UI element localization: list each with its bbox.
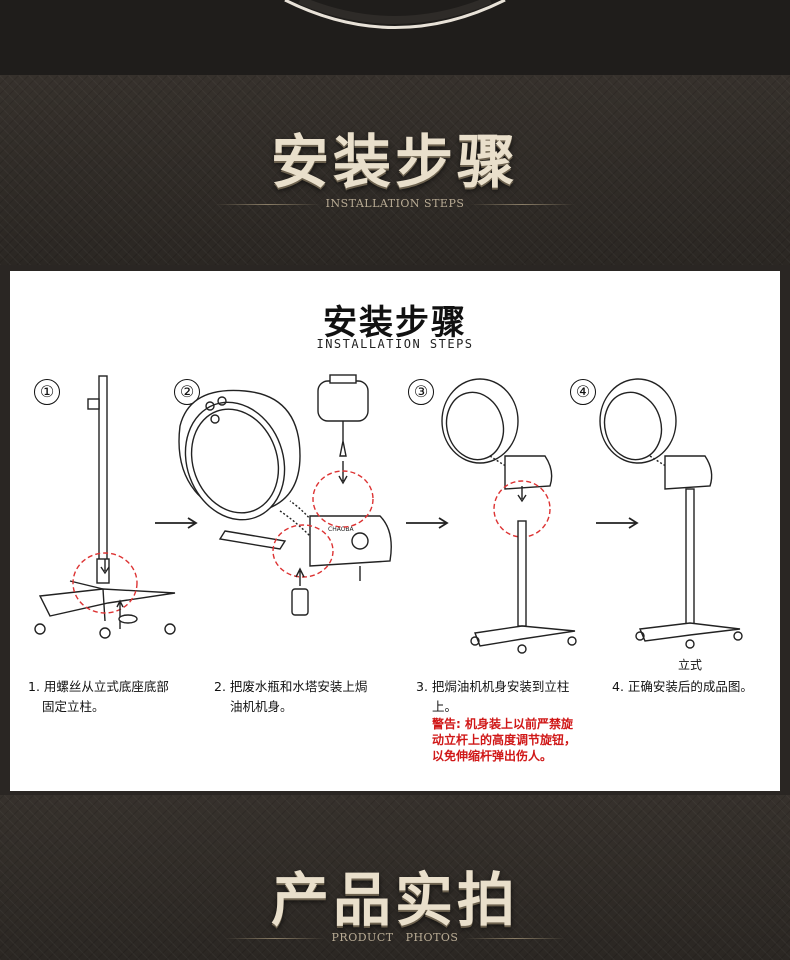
arrow-icon (596, 517, 639, 529)
step-3-caption: 3. 把焗油机机身安装到立柱 上。 (416, 677, 569, 717)
step-1-caption: 1. 用螺丝从立式底座底部 固定立柱。 (28, 677, 169, 717)
step-1-figure (34, 375, 176, 639)
step-3-caption-line: 3. 把焗油机机身安装到立柱 (416, 679, 570, 694)
warning-line: 以免伸缩杆弹出伤人。 (432, 749, 553, 763)
section-subtitle-installation: INSTALLATION STEPS (325, 197, 465, 210)
installation-illustration: CHAOBA (34, 374, 743, 654)
step-3-figure (441, 378, 577, 654)
installation-card: 安装步骤 INSTALLATION STEPS ① ② ③ ④ (10, 271, 780, 791)
title-rule-left (225, 938, 325, 939)
step-1-caption-line: 1. 用螺丝从立式底座底部 (28, 679, 169, 694)
decor-ring-icon (284, 0, 506, 29)
arrow-icon (155, 517, 198, 529)
step-4-caption-line: 4. 正确安装后的成品图。 (612, 679, 753, 694)
installation-header-band: 安装步骤 INSTALLATION STEPS (0, 75, 790, 265)
step-4-figure-label: 立式 (678, 658, 703, 672)
step-1-number: ① (34, 379, 60, 405)
card-title: 安装步骤 (323, 303, 467, 343)
photos-header-band: 产品实拍 PRODUCT PHOTOS (0, 795, 790, 960)
step-3-caption-line: 上。 (432, 699, 458, 714)
warning-line: 警告: 机身装上以前严禁旋 (432, 717, 573, 731)
step-2-caption-line: 2. 把废水瓶和水塔安装上焗 (214, 679, 368, 694)
section-title-photos: 产品实拍 (270, 866, 519, 934)
title-rule-right (470, 204, 575, 205)
svg-text:CHAOBA: CHAOBA (328, 526, 355, 533)
step-4-number: ④ (570, 379, 596, 405)
warning-line: 动立杆上的高度调节旋钮， (432, 733, 577, 747)
step-3-warning: 警告: 机身装上以前严禁旋 动立杆上的高度调节旋钮， 以免伸缩杆弹出伤人。 (432, 716, 576, 764)
card-subtitle: INSTALLATION STEPS (316, 337, 474, 351)
section-subtitle-photos: PRODUCT PHOTOS (331, 931, 459, 944)
section-title-installation: 安装步骤 (270, 128, 519, 196)
title-rule-right (465, 938, 565, 939)
step-2-number: ② (174, 379, 200, 405)
step-1-caption-line: 固定立柱。 (42, 699, 105, 714)
step-2-figure: CHAOBA (178, 374, 392, 616)
top-decor-strip (0, 0, 790, 75)
title-rule-left (215, 204, 320, 205)
step-2-caption: 2. 把废水瓶和水塔安装上焗 油机机身。 (214, 677, 367, 717)
step-2-caption-line: 油机机身。 (230, 699, 293, 714)
step-3-number: ③ (408, 379, 434, 405)
step-4-figure (599, 378, 743, 649)
step-4-caption: 4. 正确安装后的成品图。 (612, 677, 753, 697)
arrow-icon (406, 517, 449, 529)
